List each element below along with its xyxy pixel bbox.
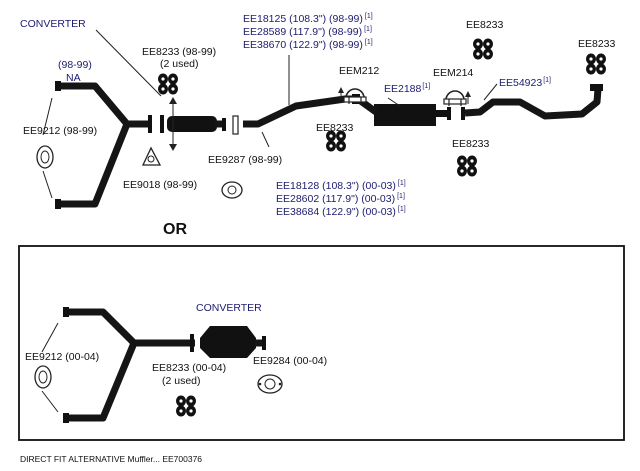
label-ee9284-box: EE9284 (00-04) — [253, 355, 327, 367]
label-eem214: EEM214 — [433, 67, 473, 79]
y-pipe-top — [55, 81, 152, 209]
gasket-ee9287-ring — [221, 181, 243, 199]
ref-mark-3: [1] — [365, 39, 373, 46]
arrow-eem212 — [338, 87, 344, 100]
muffler — [352, 94, 451, 126]
label-na-years: (98-99) — [58, 59, 92, 71]
label-ee38684: EE38684 (122.9") (00-03) — [276, 206, 396, 218]
gasket-ee9212-box — [34, 365, 52, 389]
ref-mark-6: [1] — [398, 180, 406, 187]
label-ee18125: EE18125 (108.3") (98-99) — [243, 13, 363, 25]
hanger-ee8233-box — [176, 395, 196, 417]
label-ee8233-mid: EE8233 — [316, 122, 354, 134]
svg-text:EE28589 (117.9") (98-99)[1]: EE28589 (117.9") (98-99)[1] — [243, 26, 372, 38]
pipe-labels-00-03: EE18128 (108.3") (00-03)[1] EE28602 (117… — [276, 180, 406, 218]
label-ee8233-right-top: EE8233 — [466, 19, 504, 31]
label-ee9212-box: EE9212 (00-04) — [25, 351, 99, 363]
clamp-eem212 — [343, 88, 367, 105]
label-ee54923: EE54923 — [499, 77, 542, 89]
label-ee9287: EE9287 (98-99) — [208, 154, 282, 166]
ref-mark-1: [1] — [365, 13, 373, 20]
svg-text:EE18125 (108.3") (98-99)[1]: EE18125 (108.3") (98-99)[1] — [243, 13, 373, 25]
hanger-ee8233-right-low — [457, 155, 477, 177]
gasket-ee9018 — [141, 146, 162, 166]
svg-text:EE18128 (108.3") (00-03)[1]: EE18128 (108.3") (00-03)[1] — [276, 180, 406, 192]
gasket-ee9212-top — [36, 145, 54, 169]
gasket-ee9287 — [232, 115, 239, 135]
label-ee8233-box-l1: EE8233 (00-04) — [152, 362, 226, 374]
svg-text:EE38684 (122.9") (00-03)[1]: EE38684 (122.9") (00-03)[1] — [276, 206, 406, 218]
svg-text:EE38670 (122.9") (98-99)[1]: EE38670 (122.9") (98-99)[1] — [243, 39, 373, 51]
ref-mark-5: [1] — [543, 77, 551, 84]
label-na: NA — [66, 72, 81, 84]
gasket-ee9284-box — [257, 374, 283, 394]
label-converter-top: CONVERTER — [20, 18, 86, 30]
label-ee28589: EE28589 (117.9") (98-99) — [243, 26, 362, 38]
label-ee2188: EE2188 — [384, 83, 422, 95]
label-ee9018: EE9018 (98-99) — [123, 179, 197, 191]
arrow-eem214 — [465, 91, 471, 104]
leader-lines-box — [41, 322, 59, 413]
label-or: OR — [163, 221, 187, 238]
svg-text:EE2188[1]: EE2188[1] — [384, 83, 430, 95]
oxygen-sensor-arrows — [169, 97, 177, 151]
pipe-labels-98-99: EE18125 (108.3") (98-99)[1] EE28589 (117… — [243, 13, 373, 51]
ref-mark-8: [1] — [398, 206, 406, 213]
intermediate-pipe — [243, 95, 356, 128]
hanger-ee8233-far-right — [586, 53, 606, 75]
label-ee8233-box-l2: (2 used) — [162, 375, 201, 387]
ref-mark-2: [1] — [364, 26, 372, 33]
leader-lines-top — [42, 29, 498, 199]
converter-box — [190, 326, 266, 358]
clamp-eem214 — [443, 90, 467, 107]
alternative-box — [18, 245, 625, 441]
label-ee38670: EE38670 (122.9") (98-99) — [243, 39, 363, 51]
label-converter-box: CONVERTER — [196, 302, 262, 314]
label-ee28602: EE28602 (117.9") (00-03) — [276, 193, 395, 205]
ref-mark-4: [1] — [422, 83, 430, 90]
label-ee18128: EE18128 (108.3") (00-03) — [276, 180, 396, 192]
footer-text: DIRECT FIT ALTERNATIVE Muffler... EE7003… — [20, 454, 202, 464]
label-ee8233-top-l1: EE8233 (98-99) — [142, 46, 216, 58]
label-ee8233-right-low: EE8233 — [452, 138, 490, 150]
converter-top — [160, 115, 226, 133]
svg-text:EE28602 (117.9") (00-03)[1]: EE28602 (117.9") (00-03)[1] — [276, 193, 405, 205]
tailpipe — [461, 84, 603, 120]
label-ee9212-top: EE9212 (98-99) — [23, 125, 97, 137]
y-pipe-box — [63, 307, 195, 423]
ref-mark-7: [1] — [397, 193, 405, 200]
label-ee8233-far-right: EE8233 — [578, 38, 616, 50]
hanger-ee8233-right-top — [473, 38, 493, 60]
label-ee8233-top-l2: (2 used) — [160, 58, 199, 70]
hanger-ee8233-top-left — [158, 73, 178, 95]
svg-text:EE54923[1]: EE54923[1] — [499, 77, 551, 89]
label-eem212: EEM212 — [339, 65, 379, 77]
